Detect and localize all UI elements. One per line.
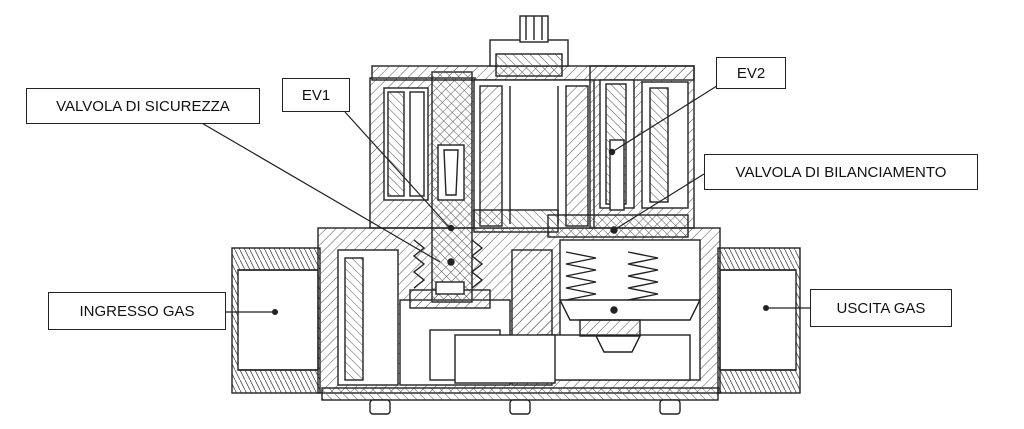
central-plunger <box>473 79 595 233</box>
label-valvola-bilanciamento: VALVOLA DI BILANCIAMENTO <box>704 154 978 190</box>
balancing-valve <box>547 214 702 353</box>
inlet-pipe <box>231 247 321 394</box>
label-ev2: EV2 <box>716 57 786 89</box>
label-ingresso-gas: INGRESSO GAS <box>48 292 226 330</box>
outlet-pipe <box>717 247 801 394</box>
label-ev1: EV1 <box>282 78 350 112</box>
coil-ev1 <box>369 71 491 309</box>
label-valvola-sicurezza: VALVOLA DI SICUREZZA <box>26 88 260 124</box>
leader-lines <box>199 83 810 313</box>
label-uscita-gas: USCITA GAS <box>810 289 952 327</box>
base-plate <box>321 387 719 415</box>
coil-ev2 <box>589 65 695 229</box>
